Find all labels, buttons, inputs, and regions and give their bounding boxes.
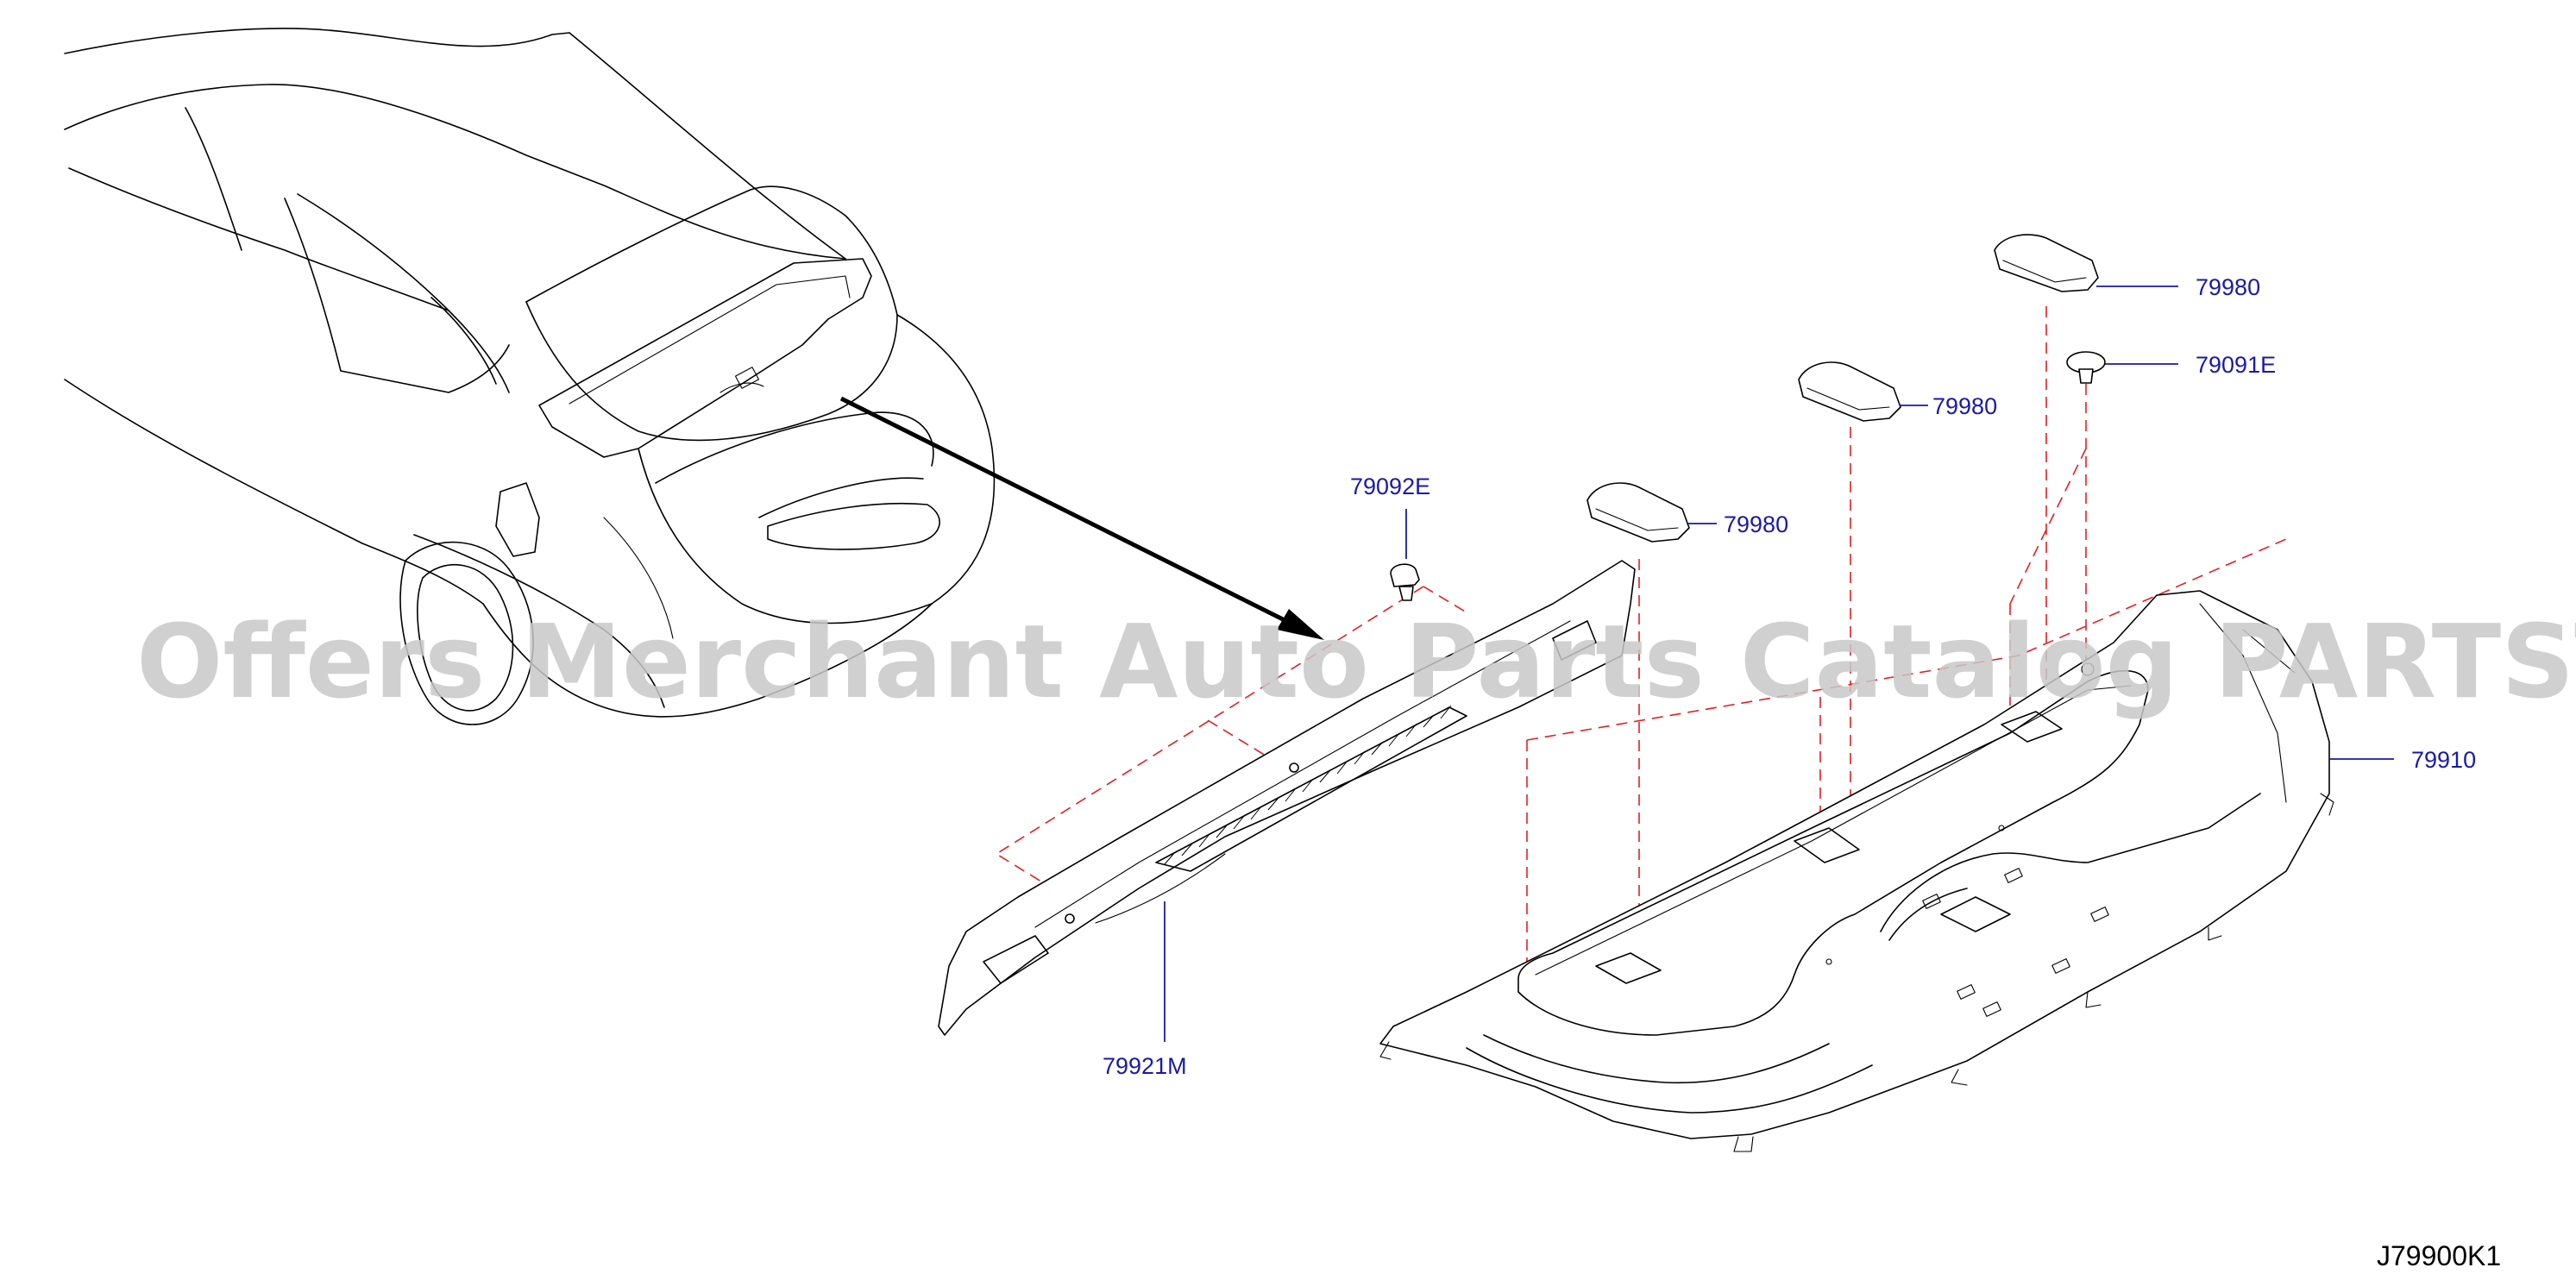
callout-79980-middle: 79980 bbox=[1932, 393, 1997, 419]
callout-79980-left: 79980 bbox=[1724, 511, 1788, 537]
clip-79092e bbox=[1390, 509, 1420, 601]
callout-79921m: 79921M bbox=[1103, 1053, 1187, 1079]
callout-79910: 79910 bbox=[2411, 747, 2476, 773]
parcel-shelf-finisher bbox=[938, 560, 1636, 1036]
parcel-shelf-board bbox=[1379, 590, 2394, 1152]
figure-code: J79900K1 bbox=[2377, 1240, 2501, 1271]
callout-79092e: 79092E bbox=[1350, 474, 1430, 499]
location-arrow bbox=[839, 396, 1324, 640]
callout-79980-right: 79980 bbox=[2196, 274, 2260, 300]
vehicle-outline bbox=[64, 28, 996, 725]
watermark-text: Offers Merchant Auto Parts Catalog PARTS… bbox=[136, 602, 2576, 721]
cover-79980-middle bbox=[1798, 361, 1928, 422]
finisher-hatching bbox=[1164, 705, 1452, 865]
clip-79091e bbox=[2066, 351, 2178, 384]
callout-79091e: 79091E bbox=[2196, 352, 2276, 378]
cover-79980-right bbox=[1994, 234, 2178, 292]
cover-79980-left bbox=[1586, 482, 1717, 543]
